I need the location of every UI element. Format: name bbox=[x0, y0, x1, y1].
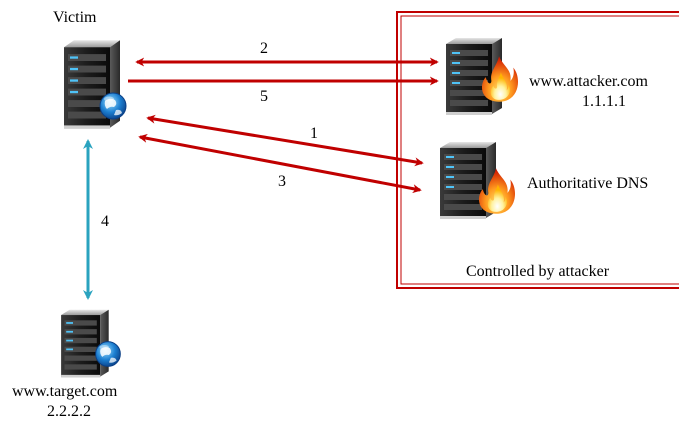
arrow-step-3 bbox=[138, 133, 422, 194]
victim-globe-icon bbox=[99, 92, 127, 120]
controlled-box bbox=[396, 11, 679, 289]
step-2-label: 2 bbox=[260, 40, 268, 57]
step-3-label: 3 bbox=[278, 173, 286, 190]
victim-label: Victim bbox=[53, 9, 97, 26]
attacker-ip-label: 1.1.1.1 bbox=[582, 93, 626, 110]
step-4-label: 4 bbox=[101, 213, 109, 230]
target-globe-icon bbox=[95, 341, 121, 367]
target-ip-label: 2.2.2.2 bbox=[47, 403, 91, 420]
step-1-label: 1 bbox=[310, 125, 318, 142]
attacker-host-label: www.attacker.com bbox=[529, 73, 648, 90]
controlled-box-label: Controlled by attacker bbox=[466, 263, 610, 280]
auth-dns-label: Authoritative DNS bbox=[527, 175, 649, 192]
target-host-label: www.target.com bbox=[12, 383, 118, 400]
arrow-step-1 bbox=[146, 114, 424, 167]
step-5-label: 5 bbox=[260, 88, 268, 105]
